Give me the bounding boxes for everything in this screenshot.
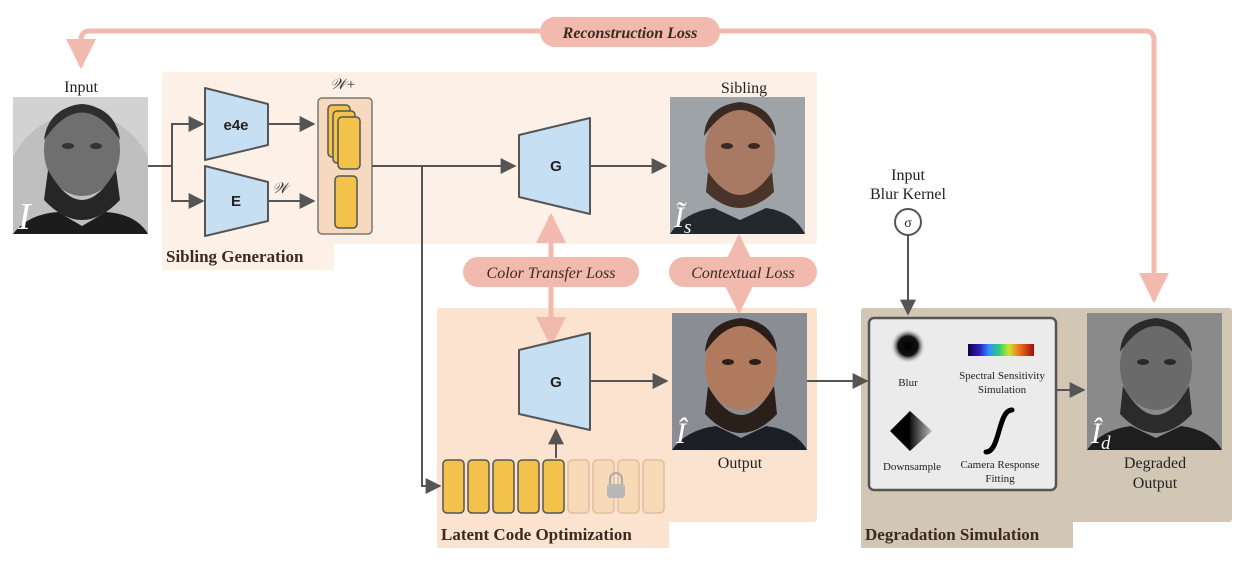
w-label: 𝒲 xyxy=(272,181,291,197)
latent-code-active xyxy=(517,459,540,514)
reconstruction-loss-pill xyxy=(540,17,720,47)
latent-code-row xyxy=(442,459,665,514)
downsample-step-label: Downsample xyxy=(883,461,941,473)
generator-top-block xyxy=(518,117,591,215)
color-transfer-loss-pill xyxy=(463,257,639,287)
blur-icon xyxy=(890,328,926,364)
sibling-portrait: Ĩs xyxy=(670,97,805,238)
section-title-latent-optimization: Latent Code Optimization xyxy=(441,525,632,544)
section-title-sibling-generation: Sibling Generation xyxy=(166,247,304,266)
output-label: Output xyxy=(718,455,763,472)
section-title-degradation-simulation: Degradation Simulation xyxy=(865,525,1040,544)
degraded-label-line1: Degraded xyxy=(1124,455,1186,472)
e-encoder-block xyxy=(204,165,269,237)
e-encoder-label: E xyxy=(231,193,241,210)
sibling-label: Sibling xyxy=(721,80,767,97)
e4e-encoder-label: e4e xyxy=(223,117,248,134)
input-portrait: I xyxy=(13,97,148,238)
spectral-step-label-line1: Spectral Sensitivity xyxy=(959,370,1045,382)
output-portrait: Î xyxy=(672,313,807,450)
sibling-symbol: Ĩs xyxy=(673,201,691,238)
to-e4e-arrow xyxy=(171,116,205,166)
generator-top-label: G xyxy=(550,158,562,175)
latent-code-active xyxy=(492,459,515,514)
w-code xyxy=(334,175,358,229)
degradation-tab xyxy=(861,518,1073,548)
generator-bottom-label: G xyxy=(550,374,562,391)
w-plus-label: 𝒲+ xyxy=(330,77,356,93)
spectral-step-label-line2: Simulation xyxy=(978,384,1027,396)
latent-to-optimization-arrow xyxy=(421,166,442,494)
contextual-loss-label: Contextual Loss xyxy=(691,265,795,282)
camera-step-label-line1: Camera Response xyxy=(960,459,1039,471)
color-transfer-loss-label: Color Transfer Loss xyxy=(487,265,616,282)
latent-code-locked xyxy=(642,459,665,514)
input-label: Input xyxy=(64,79,98,96)
degraded-label-line2: Output xyxy=(1133,475,1178,492)
w-plus-code-3 xyxy=(337,116,361,170)
generator-bottom-block xyxy=(518,332,591,431)
reconstruction-loss-label: Reconstruction Loss xyxy=(562,25,698,42)
spectrum-icon xyxy=(968,344,1034,356)
e4e-encoder-block xyxy=(204,87,269,161)
degraded-output-portrait: Îd xyxy=(1087,313,1222,454)
downsample-icon xyxy=(890,411,932,451)
sigma-label: σ xyxy=(904,216,912,231)
latent-code-active xyxy=(442,459,465,514)
latent-code-active xyxy=(542,459,565,514)
blur-kernel-label-line1: Input xyxy=(891,167,925,184)
output-symbol: Î xyxy=(675,417,688,450)
latent-code-active xyxy=(467,459,490,514)
input-symbol: I xyxy=(17,196,33,238)
contextual-loss-pill xyxy=(669,257,817,287)
camera-response-curve-icon xyxy=(983,407,1015,455)
blur-step-label: Blur xyxy=(898,377,918,389)
latent-code-locked xyxy=(567,459,590,514)
to-e-arrow xyxy=(171,166,205,209)
camera-step-label-line2: Fitting xyxy=(985,473,1015,485)
lock-icon xyxy=(607,472,625,498)
blur-kernel-label-line2: Blur Kernel xyxy=(870,186,947,203)
latent-optimization-tab xyxy=(437,518,669,548)
degraded-symbol: Îd xyxy=(1090,417,1111,454)
